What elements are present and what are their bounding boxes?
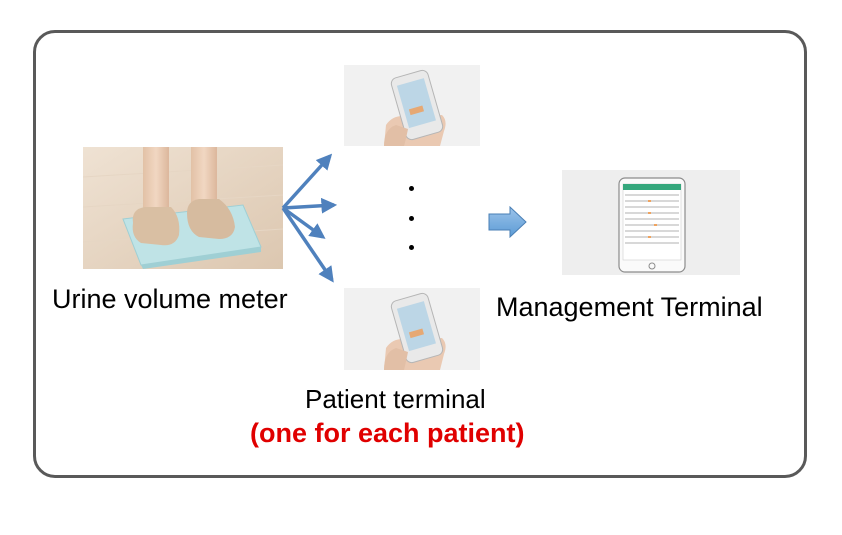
management-terminal-photo [562,170,740,275]
arrow-mid-lower [281,206,326,239]
ellipsis-dot-1 [409,186,414,191]
urine-volume-meter-photo [83,147,283,269]
patient-terminal-photo-bottom [344,288,480,370]
ellipsis-dot-2 [409,216,414,221]
ellipsis-dot-3 [409,245,414,250]
patient-terminal-label: Patient terminal [305,384,486,414]
management-terminal-label: Management Terminal [496,292,763,322]
urine-volume-meter-label: Urine volume meter [52,284,288,314]
arrow-mid-upper [282,197,338,214]
diagram-frame [33,30,807,478]
arrow-down [281,207,334,283]
block-arrow-right [488,206,527,238]
patient-terminal-photo-top [344,65,480,146]
arrow-up [281,153,333,210]
patient-terminal-note: (one for each patient) [250,418,525,448]
